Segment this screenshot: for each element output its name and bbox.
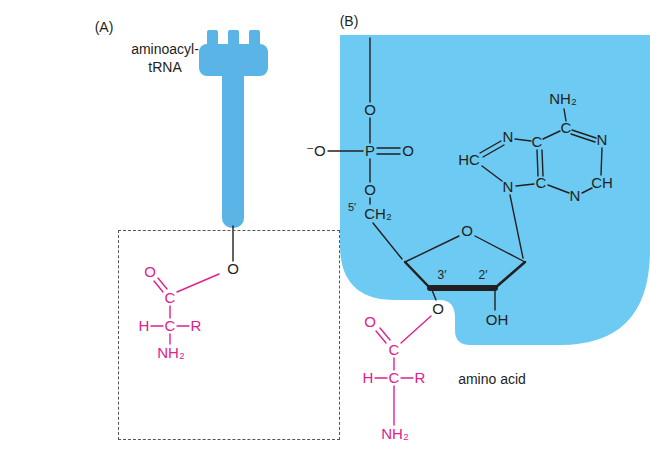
dashed-box: OOCHCRNH₂ — [118, 230, 340, 440]
atom-label: H — [139, 318, 150, 335]
part-label: aminoacyl- tRNA — [124, 40, 206, 76]
atom-label: C — [532, 134, 543, 151]
atom-label: NH₂ — [157, 345, 185, 362]
atom-label: O — [364, 314, 376, 331]
atom-label: NH₂ — [549, 91, 577, 108]
atom-label: CH₂ — [364, 206, 392, 223]
atom-label: OH — [486, 312, 509, 329]
atom-label: N — [503, 129, 514, 146]
atom-label: 5′ — [348, 201, 356, 213]
atom-label: N — [503, 179, 514, 196]
atom-label: O — [227, 261, 239, 278]
atom-label: HC — [458, 152, 480, 169]
atom-label: O — [461, 223, 473, 240]
panel-letter: (B) — [340, 14, 359, 29]
atom-label: O — [364, 182, 376, 199]
atom-label: R — [415, 370, 426, 387]
panel-letter: (A) — [95, 20, 114, 35]
trna-icon — [199, 30, 268, 228]
atom-label: C — [389, 370, 400, 387]
part-label: amino acid — [458, 372, 526, 387]
nucleotide-region: ONH₂⁻OPONCCNHCO5′CNCHCH₂NO3′2′OH — [340, 35, 650, 345]
atom-label: R — [191, 318, 202, 335]
atom-label: N — [570, 188, 581, 205]
atom-label: C — [561, 120, 572, 137]
atom-label: C — [165, 318, 176, 335]
atom-label: O — [402, 143, 414, 160]
atom-label: C — [389, 342, 400, 359]
atom-label: P — [365, 143, 375, 160]
atom-label: O — [144, 264, 156, 281]
atom-label: C — [536, 175, 547, 192]
atom-label: CH — [591, 175, 613, 192]
atom-label: N — [597, 132, 608, 149]
atom-label: C — [165, 290, 176, 307]
atom-label: NH₂ — [381, 426, 409, 443]
atom-label: 2′ — [479, 269, 488, 282]
atom-label: 3′ — [438, 269, 447, 282]
atom-label: O — [364, 102, 376, 119]
atom-label: H — [363, 370, 374, 387]
atom-label: O — [432, 301, 444, 318]
atom-label: ⁻O — [306, 143, 326, 160]
